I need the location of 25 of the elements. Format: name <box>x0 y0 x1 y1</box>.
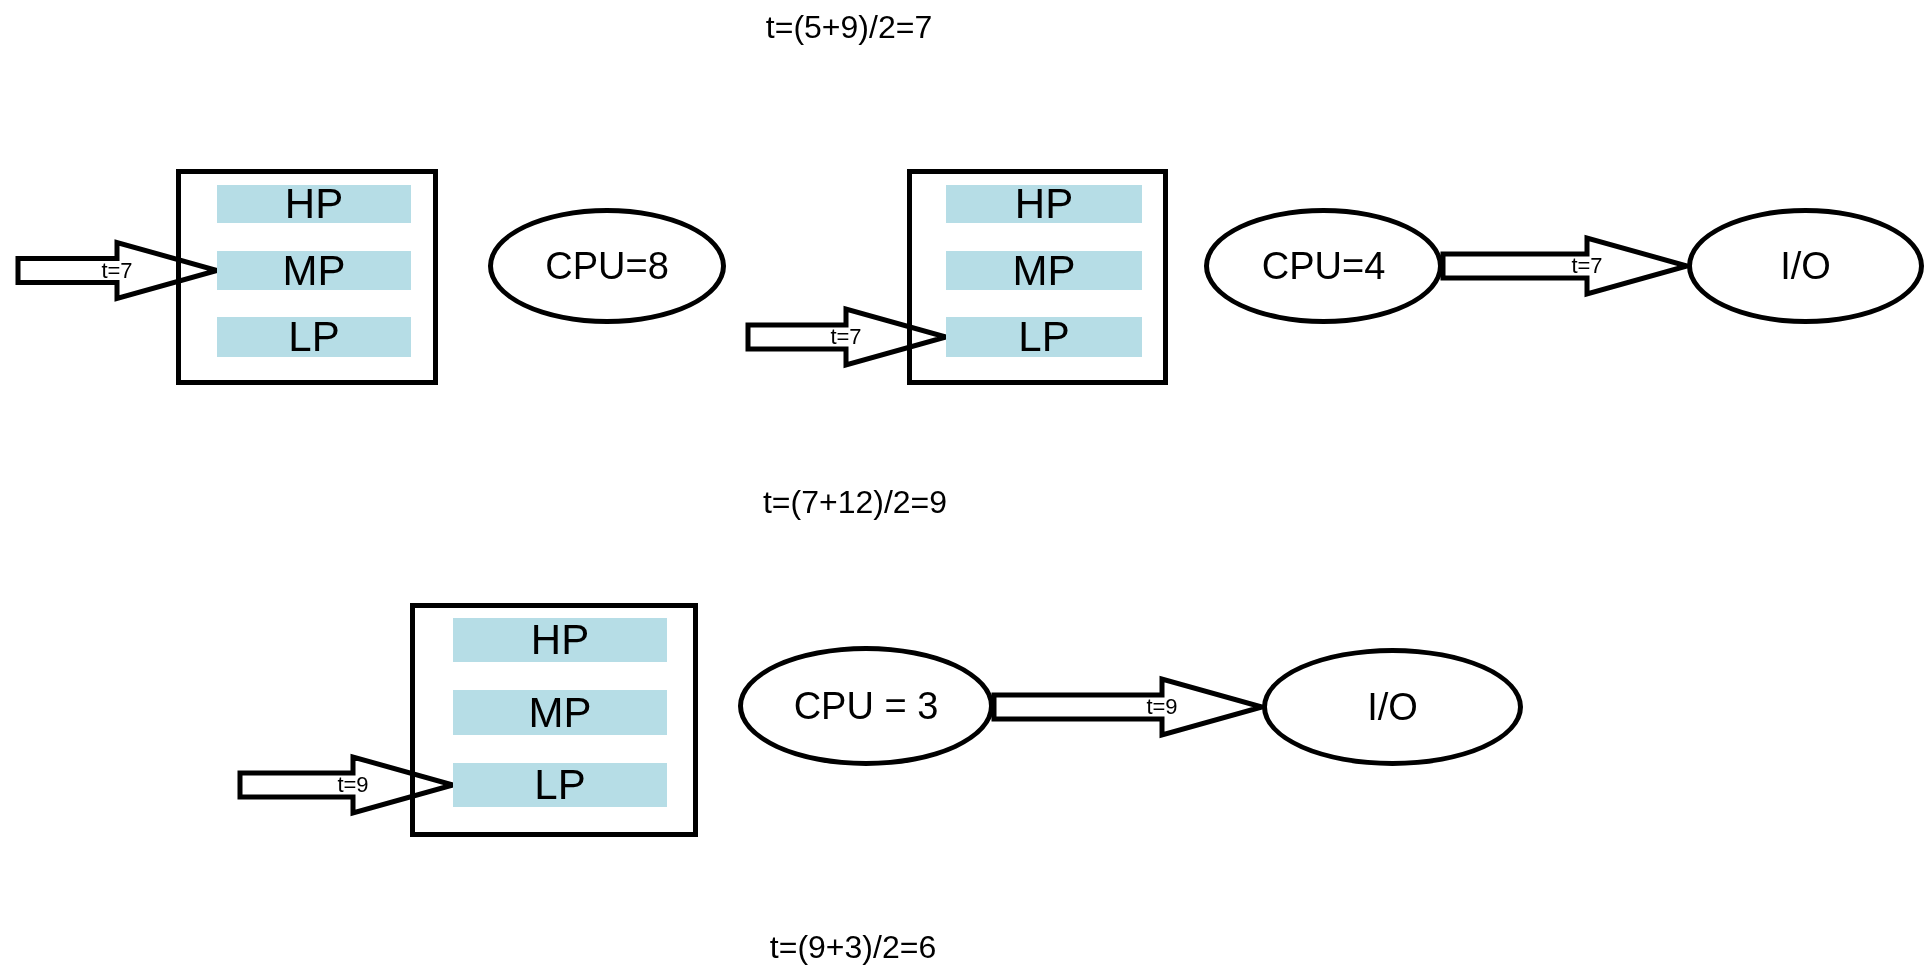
process-ellipse: I/O <box>1262 648 1523 766</box>
queue-box <box>410 603 698 837</box>
priority-bar: HP <box>946 185 1142 223</box>
queue-box <box>907 169 1168 385</box>
formula-text: t=(9+3)/2=6 <box>769 928 937 966</box>
process-ellipse: CPU = 3 <box>738 646 994 766</box>
edge-label: t=9 <box>337 772 369 798</box>
formula-text: t=(5+9)/2=7 <box>765 8 933 46</box>
priority-bar: MP <box>453 690 667 735</box>
priority-bar: MP <box>217 251 411 290</box>
process-ellipse: I/O <box>1687 208 1924 324</box>
edge-label: t=7 <box>1571 253 1603 279</box>
priority-bar: LP <box>217 317 411 357</box>
formula-text: t=(7+12)/2=9 <box>762 483 948 521</box>
process-ellipse: CPU=8 <box>488 208 726 324</box>
priority-bar: LP <box>453 763 667 807</box>
edge-label: t=9 <box>1146 694 1178 720</box>
priority-bar: HP <box>217 185 411 223</box>
priority-bar: MP <box>946 251 1142 290</box>
edge-label: t=7 <box>830 324 862 350</box>
edge-label: t=7 <box>101 257 133 284</box>
queue-box <box>176 169 438 385</box>
process-ellipse: CPU=4 <box>1204 208 1443 324</box>
priority-bar: HP <box>453 618 667 662</box>
priority-bar: LP <box>946 317 1142 357</box>
